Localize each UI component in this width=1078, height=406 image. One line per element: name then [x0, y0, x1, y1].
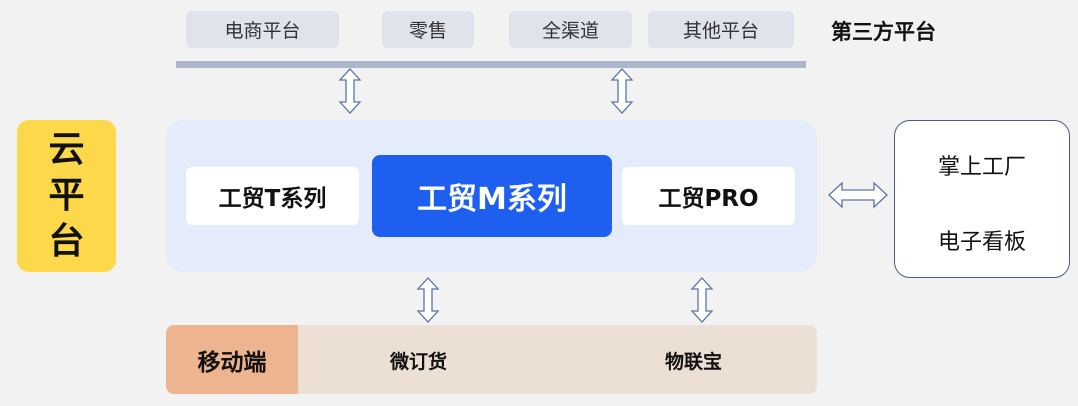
- arrow-left-right-icon: [828, 181, 888, 209]
- mobile-item-wu-lian-bao: 物联宝: [665, 351, 723, 373]
- arrow-up-down-icon: [690, 277, 714, 323]
- cloud-char: 平: [48, 175, 85, 216]
- product-t-series: 工贸T系列: [186, 167, 359, 225]
- third-party-title: 第三方平台: [831, 20, 936, 44]
- factory-item-e-board: 电子看板: [937, 230, 1026, 255]
- arrow-up-down-icon: [338, 68, 362, 114]
- third-party-ecommerce: 电商平台: [186, 11, 339, 48]
- arrow-up-down-icon: [416, 277, 440, 323]
- factory-box: [894, 120, 1070, 278]
- mobile-label: 移动端: [166, 325, 298, 394]
- third-party-retail: 零售: [382, 11, 474, 48]
- mobile-item-wei-ding-huo: 微订货: [390, 351, 448, 373]
- product-pro: 工贸PRO: [622, 167, 795, 225]
- cloud-char: 云: [48, 129, 85, 170]
- third-party-divider: [176, 61, 806, 68]
- arrow-up-down-icon: [610, 68, 634, 114]
- product-m-series: 工贸M系列: [372, 155, 612, 237]
- factory-item-mobile-factory: 掌上工厂: [937, 155, 1026, 180]
- cloud-platform-label: 云 平 台: [17, 120, 116, 272]
- third-party-omnichannel: 全渠道: [509, 11, 632, 48]
- cloud-char: 台: [48, 221, 85, 262]
- third-party-other: 其他平台: [648, 11, 794, 48]
